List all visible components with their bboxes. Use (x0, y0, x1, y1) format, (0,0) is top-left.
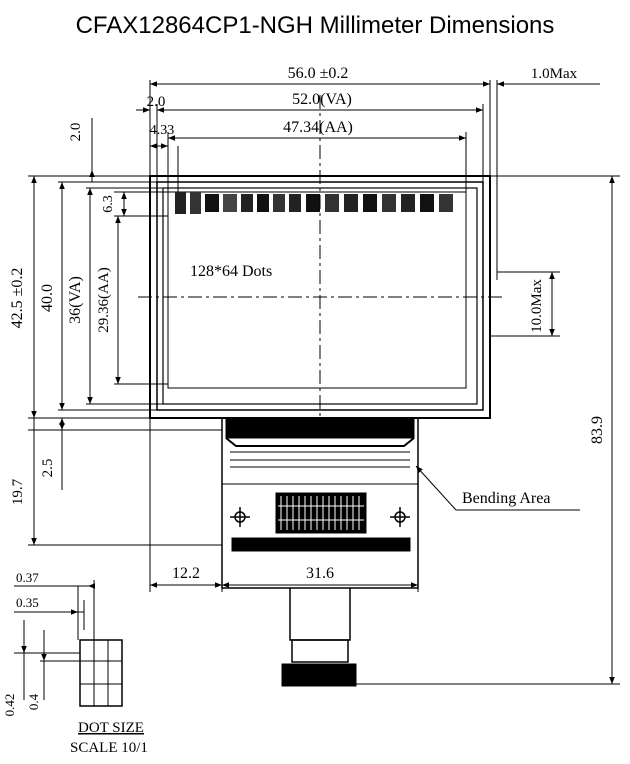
top-dimension-labels: 56.0 ±0.2 1.0Max 52.0(VA) 2.0 47.34(AA) … (147, 65, 578, 138)
overall-height-label: 42.5 ±0.2 (9, 268, 26, 329)
left-dimensions (28, 118, 222, 546)
fpc-tail (221, 417, 419, 687)
icon-row-height-label: 6.3 (101, 195, 116, 213)
left-dimension-labels: 2.0 6.3 42.5 ±0.2 40.0 36(VA) 29.36(AA) … (9, 123, 116, 506)
dot-size-x-label: 0.35 (16, 595, 39, 610)
right-dimension-labels: 10.0Max 83.9 (529, 279, 606, 444)
tail-length-label: 19.7 (10, 478, 26, 505)
aa-width-label: 47.34(AA) (283, 119, 353, 136)
top-offset-label: 2.0 (68, 123, 84, 142)
resolution-label: 128*64 Dots (190, 263, 272, 280)
bending-area-leader (415, 465, 580, 511)
dot-size-title: DOT SIZE (78, 720, 144, 736)
dot-pitch-x-label: 0.37 (16, 570, 39, 585)
top-dimensions (136, 80, 600, 280)
bending-area-label: Bending Area (462, 490, 550, 507)
tail-left-offset-label: 12.2 (172, 565, 200, 582)
dot-size-detail (14, 580, 123, 707)
fpc-connector-pins (278, 496, 364, 530)
total-length-label: 83.9 (589, 416, 606, 444)
bottom-dimensions (149, 418, 419, 592)
dot-size-scale: SCALE 10/1 (70, 740, 148, 756)
side-max-label: 10.0Max (529, 279, 545, 333)
bottom-dimension-labels: 12.2 31.6 (172, 565, 334, 582)
right-dimensions (356, 175, 620, 685)
overall-width-label: 56.0 ±0.2 (288, 65, 349, 82)
va-left-offset-label: 2.0 (147, 94, 166, 110)
va-height-label: 36(VA) (67, 276, 84, 324)
alignment-marks (230, 507, 410, 527)
icon-row (175, 192, 453, 214)
center-lines (138, 95, 505, 428)
dot-size-labels: 0.37 0.35 0.42 0.4 DOT SIZE SCALE 10/1 (2, 570, 148, 756)
page-title: CFAX12864CP1-NGH Millimeter Dimensions (75, 12, 555, 39)
tail-width-label: 31.6 (306, 565, 334, 582)
va-width-label: 52.0(VA) (292, 91, 352, 108)
tail-offset-label: 2.5 (40, 459, 56, 478)
aa-height-label: 29.36(AA) (96, 267, 112, 332)
thickness-max-label: 1.0Max (531, 66, 578, 82)
dot-size-y-label: 0.4 (26, 693, 41, 710)
aa-left-offset-label: 4.33 (150, 123, 175, 138)
outer-height-label: 40.0 (39, 284, 56, 312)
dot-pitch-y-label: 0.42 (2, 694, 17, 717)
